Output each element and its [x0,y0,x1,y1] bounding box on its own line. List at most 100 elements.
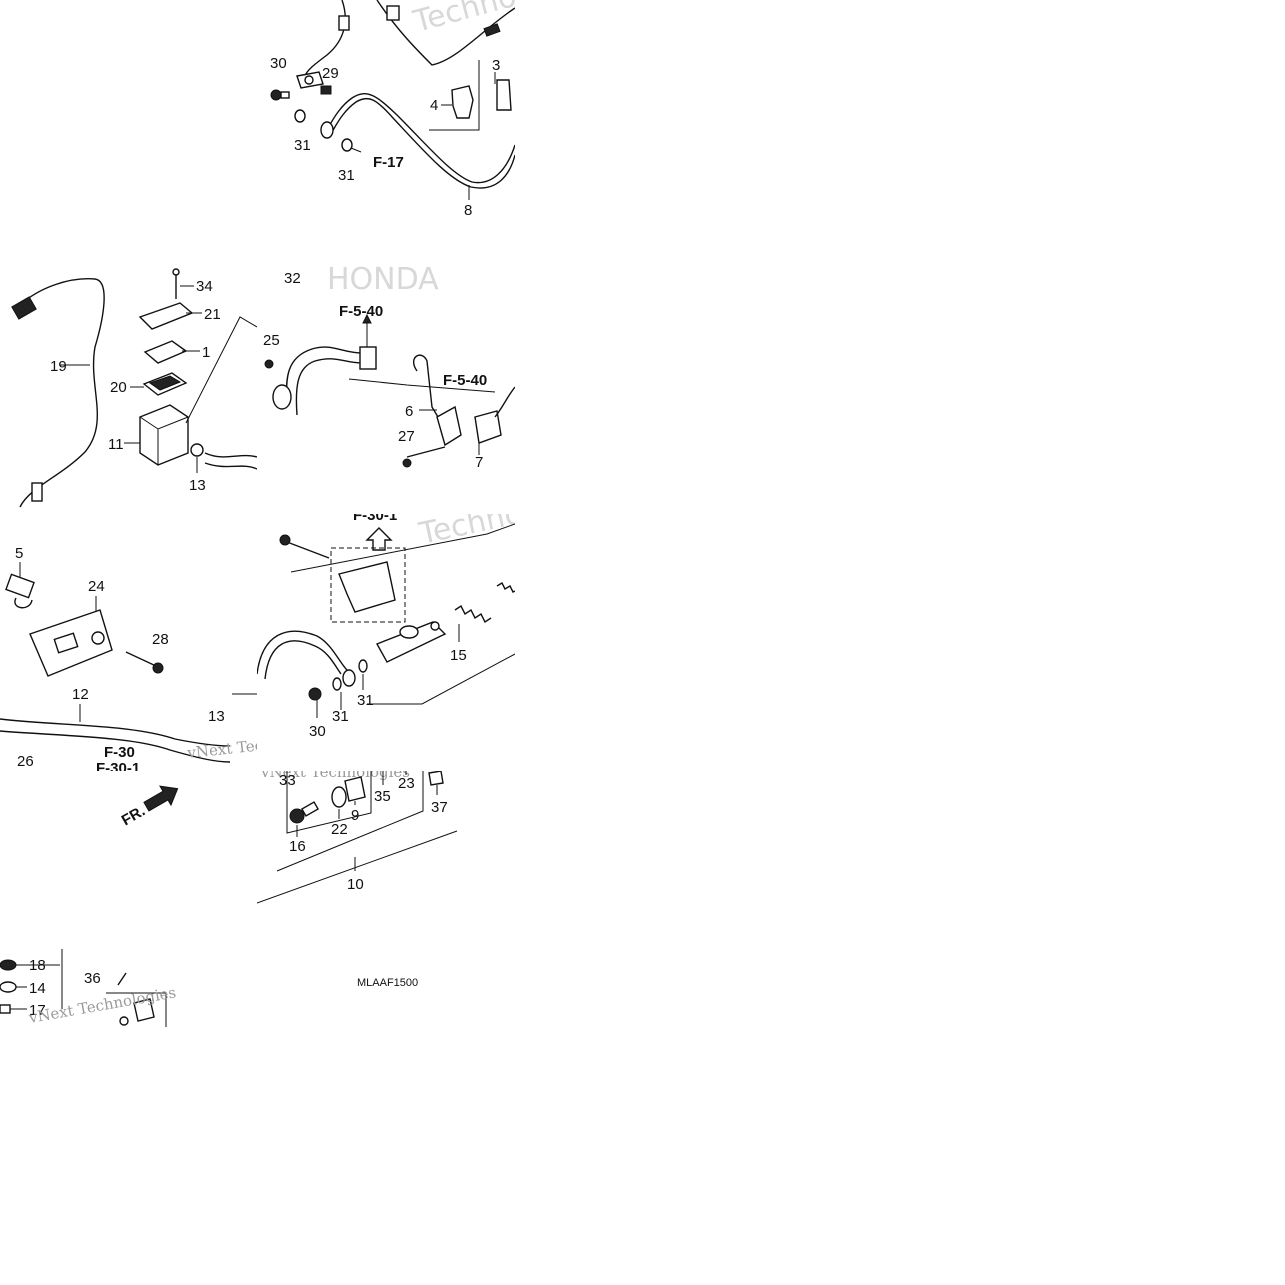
bracket-4 [451,85,474,119]
switch-wire-1 [19,278,105,508]
callout-19: 21 [204,306,221,323]
callout-30: 30 [270,55,287,72]
diagram-tile-switch: HONDA 32 F-5-40 25 6 F-5-40 [257,257,515,514]
callout-31a: 31 [294,137,311,154]
group-bracket-36 [106,992,167,1027]
callout-23: 23 [398,775,415,792]
callout-1: 19 [50,358,67,375]
brake-hose-8 [326,93,515,184]
callout-37: 37 [431,799,448,816]
plate-hole [91,631,105,645]
callout-16: 16 [289,838,306,855]
hose-fitting [483,23,501,37]
callout-20: 20 [110,379,127,396]
callout-9: 9 [351,807,359,824]
callout-24: 24 [88,578,105,595]
reservoir-cap-19 [138,302,194,330]
bolt-30-shank [280,91,290,99]
bolt-28 [125,651,157,667]
bolt-16-head [289,808,305,824]
pivot-spring [14,597,33,609]
mount-bolt [286,541,330,559]
callout-36: 36 [84,970,101,987]
callout-6: 6 [405,403,413,420]
brake-rod-12-outline [0,730,231,763]
callout-27: 27 [398,428,415,445]
diagram-tile-master-cylinder: Techno F-30-1 15 [257,514,515,771]
ref-f17: F-17 [373,154,404,171]
watermark-text-6: vNext Technologies [260,771,410,781]
washer-31b [341,138,353,152]
watermark-text-7: vNext Technologies [27,983,178,1027]
diagram-tile-small-parts: 18 14 17 36 vNext Technologies [0,943,190,1027]
callout-10: 10 [347,876,364,893]
callout-5: 5 [15,545,23,562]
nut-17 [0,1004,11,1014]
callout-2: 2 [131,257,139,259]
bolt-16-shank [300,801,320,817]
hose-clamp-13 [190,443,204,457]
washer-31c [358,659,368,673]
brake-hose-8-outline [330,97,515,189]
callout-13: 13 [189,477,206,494]
group-bracket-inner [286,771,372,834]
bracket-6 [436,405,462,447]
clevis-nut [119,1016,129,1026]
reservoir-11 [139,404,189,466]
callout-3: 3 [492,57,500,74]
front-arrow-icon [143,785,179,812]
callout-18: 18 [29,957,46,974]
hose-grommet [272,384,292,410]
assembly-line [348,378,496,393]
clip-37 [428,771,444,786]
switch-hose-outline [295,358,363,416]
bolt-30 [270,89,282,101]
ref-f540-a: F-5-40 [339,303,383,320]
bolt-30b [308,687,322,701]
ref-f30-1: F-30-1 [96,760,140,771]
ring-22 [331,786,347,808]
callout-28: 28 [152,631,169,648]
diagram-tile-upper-hose: Techno [257,0,515,257]
switch-hose [285,346,363,408]
callout-8: 8 [464,202,472,219]
diagram-code: MLAAF1500 [357,977,419,989]
banjo-hole [304,75,314,85]
watermark-text-5: Techno [415,514,515,552]
up-arrow [365,527,393,551]
boot-9 [344,776,366,802]
callout-4: 4 [430,97,438,114]
bolt-29 [320,85,332,95]
ref-f30: F-30 [104,744,135,761]
callout-13b: 13 [208,708,225,725]
diaphragm-20-inner [148,375,182,391]
plate-slot [53,632,79,654]
group-bracket-outer [276,771,424,872]
callout-31d: 31 [332,708,349,725]
hose-clamp [386,5,400,21]
callout-35: 35 [374,788,391,805]
wire-clip [31,482,43,502]
bracket-group-line [429,60,480,131]
diagram-tile-pushrod: vNext Technologies 33 16 22 9 35 23 37 [257,771,515,911]
pivot-5 [5,573,35,599]
master-hose [257,630,348,675]
group-line-reservoir [185,316,257,424]
assembly-line-top [290,523,515,573]
screw-34-head [172,268,180,276]
spring-15b [496,582,515,593]
callout-31b: 31 [338,167,355,184]
reservoir-11-edges [139,416,189,465]
hose-eye [342,669,356,687]
callout-30b: 30 [309,723,326,740]
bracket-3 [496,79,512,111]
assembly-line-bottom [367,653,515,705]
washer-31a [294,109,306,123]
callout-29: 29 [322,65,339,82]
detail-box [330,547,406,623]
seal-14 [0,981,17,993]
leader-f17 [350,147,362,153]
bolt-27-head [402,458,412,468]
callout-21: 1 [202,344,210,361]
callout-22: 22 [331,821,348,838]
